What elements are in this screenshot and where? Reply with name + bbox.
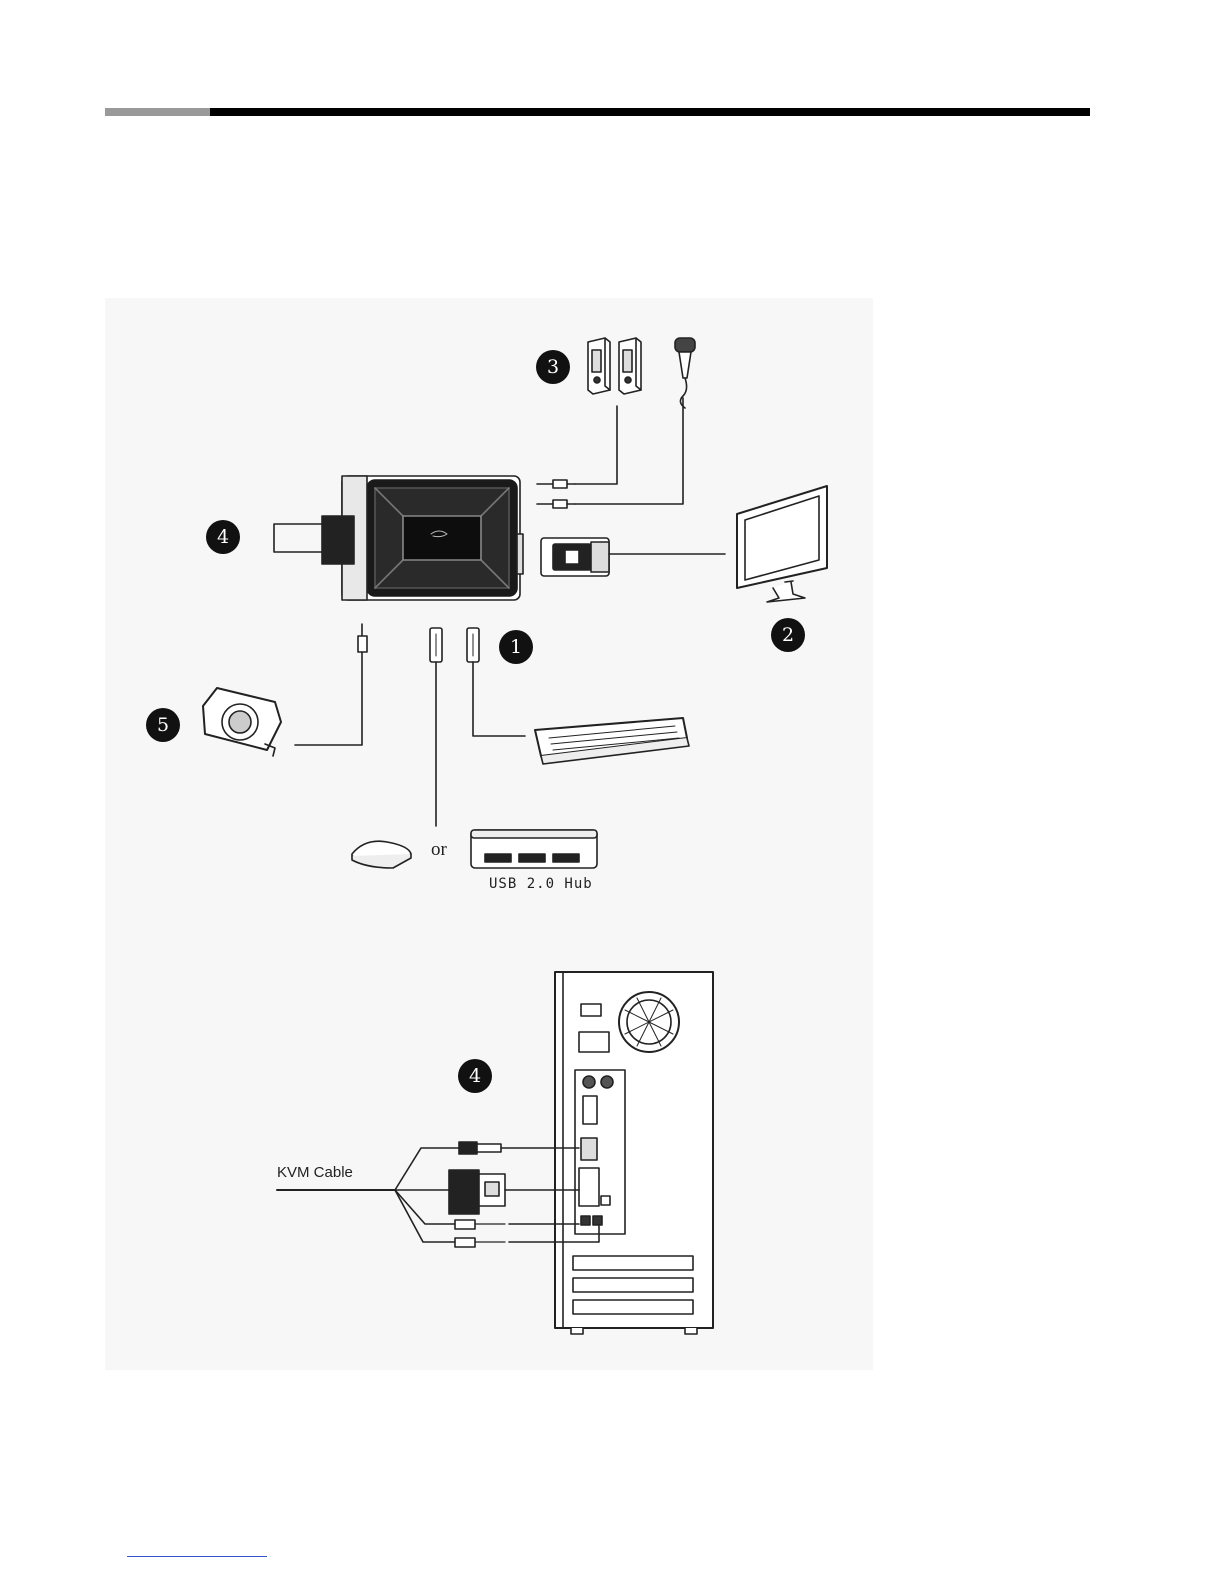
- diagram-artwork: [105, 298, 873, 1370]
- callout-3: 3: [536, 350, 570, 384]
- dvi-connector-icon: [541, 538, 725, 576]
- webcam-icon: [203, 688, 281, 756]
- callout-2: 2: [771, 618, 805, 652]
- callout-5: 5: [146, 708, 180, 742]
- callout-4-bottom: 4: [458, 1059, 492, 1093]
- mouse-icon: [352, 841, 411, 868]
- kvm-cable-icon: [277, 1142, 599, 1247]
- kvm-installation-diagram: 1 2 3 4 5 4 or USB 2.0 Hub KVM Cable: [105, 298, 873, 1370]
- callout-1: 1: [499, 630, 533, 664]
- header-rule-gray-segment: [105, 108, 210, 116]
- computer-tower-icon: [555, 972, 713, 1334]
- microphone-icon: [675, 338, 695, 408]
- callout-4-top: 4: [206, 520, 240, 554]
- or-label: or: [431, 839, 447, 861]
- kvm-switch-icon: [274, 476, 523, 600]
- speakers-icon: [588, 338, 641, 394]
- usb-hub-label: USB 2.0 Hub: [489, 876, 593, 892]
- kvm-cable-label: KVM Cable: [277, 1164, 353, 1181]
- keyboard-icon: [535, 718, 689, 764]
- header-rule-black-segment: [210, 108, 1090, 116]
- footer-underline: [127, 1556, 267, 1557]
- audio-plugs-icon: [537, 398, 683, 508]
- usb-hub-icon: [471, 830, 597, 868]
- webcam-plug-icon: [295, 624, 367, 745]
- monitor-icon: [737, 486, 827, 602]
- header-rule: [105, 108, 1090, 116]
